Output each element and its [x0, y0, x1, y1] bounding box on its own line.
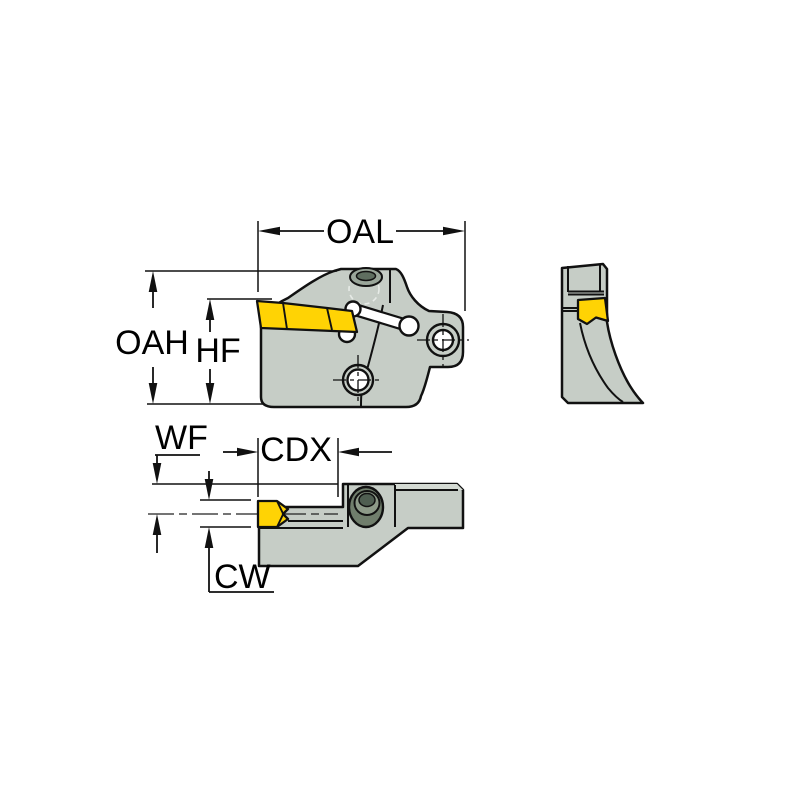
front-lower-hole	[333, 355, 383, 405]
dim-label-wf: WF	[155, 419, 208, 457]
dimension-cw: CW	[200, 471, 274, 596]
top-view	[148, 482, 465, 568]
dimension-oal: OAL	[257, 213, 466, 311]
side-view	[560, 262, 645, 405]
top-insert-crease-1	[276, 500, 284, 514]
side-body	[560, 262, 645, 405]
front-view	[255, 267, 469, 409]
clamp-lever-slot	[344, 300, 420, 337]
dim-label-oah: OAH	[115, 324, 189, 362]
top-insert-crease-2	[276, 514, 284, 528]
dimension-hf: HF	[195, 298, 272, 404]
front-body	[259, 267, 465, 409]
dimension-cdx: CDX	[223, 431, 392, 497]
top-recess-hole	[355, 270, 377, 282]
dimension-oah: OAH	[115, 270, 337, 405]
front-flange-hole	[417, 314, 469, 366]
dim-label-cw: CW	[214, 558, 271, 596]
top-chamfer-face	[395, 484, 463, 490]
dim-label-cdx: CDX	[260, 431, 332, 469]
dimension-wf: WF	[152, 419, 338, 553]
dim-label-oal: OAL	[326, 213, 394, 251]
dim-label-hf: HF	[195, 332, 240, 370]
top-clamp-screw	[347, 485, 385, 529]
top-insert	[256, 499, 290, 529]
side-insert	[576, 296, 610, 326]
front-insert-facet-1	[282, 302, 288, 330]
front-insert-facet-2	[326, 307, 333, 331]
side-beak-curve	[579, 322, 624, 403]
hidden-bore-circle	[348, 273, 380, 305]
